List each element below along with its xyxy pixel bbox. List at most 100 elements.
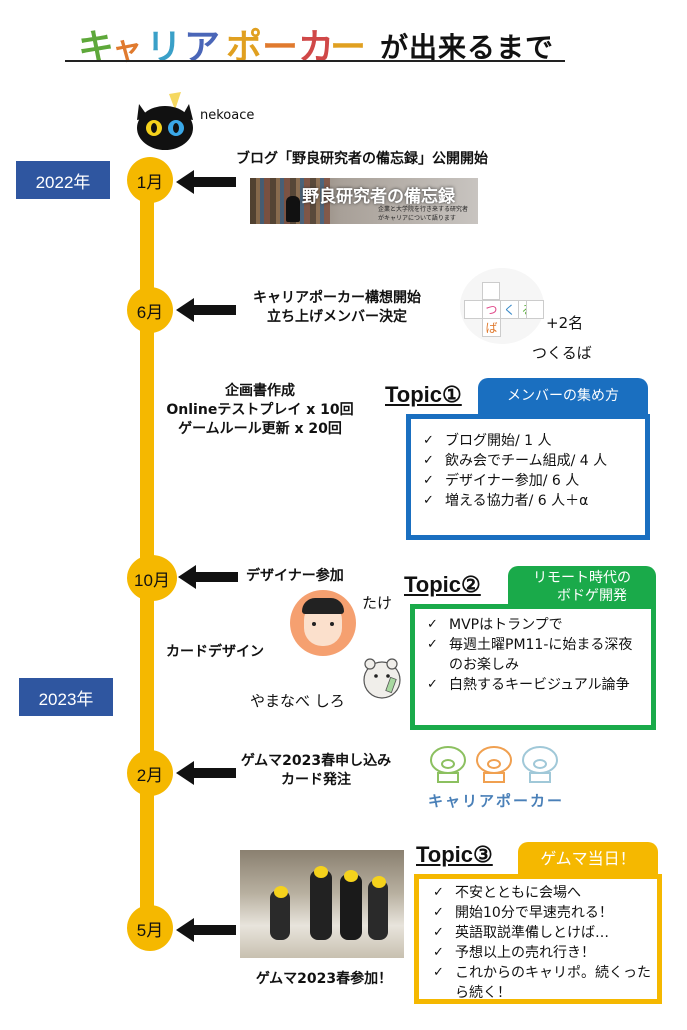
person-silhouette-icon bbox=[270, 890, 290, 940]
topic3-item: ✓これからのキャリポ。続くったら続く！ bbox=[433, 965, 651, 1001]
check-icon: ✓ bbox=[433, 965, 444, 980]
title-logo-char: ポ bbox=[226, 27, 263, 68]
blog-banner-sub1: 企業と大学院を行き来する研究者 bbox=[378, 206, 469, 213]
topic2-item: ✓毎週土曜PM11-に始まる深夜のお楽しみ bbox=[427, 637, 633, 673]
title-suffix: が出来るまで bbox=[380, 31, 555, 64]
check-icon: ✓ bbox=[433, 905, 444, 920]
event-jun-line2: 立ち上げメンバー決定 bbox=[267, 309, 407, 325]
emoji-face-icon bbox=[372, 876, 386, 888]
take-name: たけ bbox=[362, 594, 393, 612]
event-oct-designer: デザイナー参加 bbox=[246, 568, 344, 584]
topic1-title: Topic① bbox=[385, 382, 462, 407]
card-design: カードデザイン bbox=[166, 644, 264, 660]
topic1-tab: メンバーの集め方 bbox=[478, 378, 648, 414]
author-name: nekoace bbox=[200, 108, 255, 123]
tsukuruba-char: つ bbox=[482, 300, 501, 319]
topic3-title: Topic③ bbox=[416, 842, 493, 867]
year-2022: 2022年 bbox=[16, 161, 110, 199]
tsukuruba-tile bbox=[464, 300, 483, 319]
title-logo-char: リ bbox=[146, 27, 183, 68]
person-silhouette-icon bbox=[368, 880, 388, 940]
topic2-title: Topic② bbox=[404, 572, 481, 597]
emoji-face-icon bbox=[314, 866, 328, 878]
check-icon: ✓ bbox=[433, 945, 444, 960]
tsukuruba-logo: つ く る ば bbox=[460, 268, 544, 344]
topic3-item: ✓開始10分で早速売れる！ bbox=[433, 905, 613, 921]
event-feb-line2: カード発注 bbox=[281, 772, 351, 788]
eye-icon bbox=[330, 622, 334, 626]
event-jun-line1: キャリアポーカー構想開始 bbox=[253, 290, 421, 306]
tsukuruba-tile bbox=[482, 282, 500, 300]
topic1-item: ✓飲み会でチーム組成/ 4 人 bbox=[423, 453, 608, 469]
arrow-left-icon bbox=[176, 918, 236, 942]
topic3-item: ✓予想以上の売れ行き！ bbox=[433, 945, 595, 961]
title-logo-char: ー bbox=[262, 27, 299, 68]
event-photo bbox=[240, 850, 404, 958]
tsukuruba-tile bbox=[526, 300, 544, 319]
event-jan: ブログ「野良研究者の備忘録」公開開始 bbox=[236, 151, 488, 167]
title-logo-char: カ bbox=[298, 27, 335, 68]
tsukuruba-char: ば bbox=[482, 318, 501, 337]
topic2-box: ✓MVPはトランプで ✓毎週土曜PM11-に始まる深夜のお楽しみ ✓白熱するキー… bbox=[410, 604, 656, 730]
month-jun: 6月 bbox=[127, 287, 173, 333]
month-feb: 2月 bbox=[127, 750, 173, 796]
topic3-item: ✓不安とともに会場へ bbox=[433, 885, 581, 901]
topic2-item: ✓白熱するキービジュアル論争 bbox=[427, 677, 630, 693]
title-logo-char: ー bbox=[330, 27, 367, 68]
month-may: 5月 bbox=[127, 905, 173, 951]
check-icon: ✓ bbox=[423, 453, 434, 468]
emoji-face-icon bbox=[274, 886, 288, 898]
tsukuruba-char: く bbox=[500, 300, 519, 319]
check-icon: ✓ bbox=[433, 885, 444, 900]
check-icon: ✓ bbox=[423, 473, 434, 488]
title-logo-char: キ bbox=[78, 27, 115, 68]
eye-icon bbox=[312, 622, 316, 626]
event-may-caption: ゲムマ2023春参加！ bbox=[255, 971, 393, 987]
blog-banner-title: 野良研究者の備忘録 bbox=[302, 187, 455, 207]
yamanabe-name: やまなべ しろ bbox=[250, 692, 345, 710]
check-icon: ✓ bbox=[427, 637, 438, 652]
topic3-tab: ゲムマ当日！ bbox=[518, 842, 658, 876]
hair-icon bbox=[302, 598, 344, 614]
arrow-left-icon bbox=[178, 565, 238, 589]
blog-banner-sub2: がキャリアについて語ります bbox=[378, 215, 456, 222]
check-icon: ✓ bbox=[433, 925, 444, 940]
topic1-item: ✓デザイナー参加/ 6 人 bbox=[423, 473, 580, 489]
pig-mascots bbox=[426, 738, 566, 784]
small-logo: キャリアポーカー bbox=[428, 792, 565, 810]
hamster-illustration bbox=[358, 652, 408, 702]
topic1-item: ✓ブログ開始/ 1 人 bbox=[423, 433, 552, 449]
event-feb-line1: ゲムマ2023春申し込み bbox=[240, 753, 392, 769]
arrow-left-icon bbox=[176, 761, 236, 785]
person-silhouette-icon bbox=[310, 870, 332, 940]
cat-avatar bbox=[133, 90, 197, 152]
check-icon: ✓ bbox=[423, 493, 434, 508]
check-icon: ✓ bbox=[427, 617, 438, 632]
plus-members: +2名 bbox=[546, 314, 584, 332]
person-silhouette-icon bbox=[340, 874, 362, 940]
tsukuruba-label: つくるば bbox=[532, 344, 592, 362]
plan-line2: Onlineテストプレイ x 10回 bbox=[166, 402, 354, 418]
title-logo-char: ア bbox=[184, 27, 221, 68]
plan-line1: 企画書作成 bbox=[225, 383, 295, 399]
emoji-face-icon bbox=[344, 870, 358, 882]
topic3-item: ✓英語取説準備しとけば… bbox=[433, 925, 609, 941]
month-oct: 10月 bbox=[127, 555, 177, 601]
arrow-left-icon bbox=[176, 170, 236, 194]
topic2-tab-line2: ボドゲ開発 bbox=[557, 588, 627, 604]
month-jan: 1月 bbox=[127, 157, 173, 203]
check-icon: ✓ bbox=[427, 677, 438, 692]
topic2-tab: リモート時代の ボドゲ開発 bbox=[508, 566, 656, 606]
topic1-box: ✓ブログ開始/ 1 人 ✓飲み会でチーム組成/ 4 人 ✓デザイナー参加/ 6 … bbox=[406, 414, 650, 540]
topic2-item: ✓MVPはトランプで bbox=[427, 617, 563, 633]
year-2023: 2023年 bbox=[19, 678, 113, 716]
blog-banner: 野良研究者の備忘録 企業と大学院を行き来する研究者 がキャリアについて語ります bbox=[250, 178, 478, 224]
check-icon: ✓ bbox=[423, 433, 434, 448]
topic1-item: ✓増える協力者/ 6 人＋α bbox=[423, 493, 589, 509]
title-underline bbox=[65, 60, 565, 62]
take-avatar bbox=[290, 590, 356, 656]
cat-silhouette-icon bbox=[286, 196, 300, 222]
topic3-box: ✓不安とともに会場へ ✓開始10分で早速売れる！ ✓英語取説準備しとけば… ✓予… bbox=[414, 874, 662, 1004]
topic2-tab-line1: リモート時代の bbox=[533, 570, 631, 586]
arrow-left-icon bbox=[176, 298, 236, 322]
